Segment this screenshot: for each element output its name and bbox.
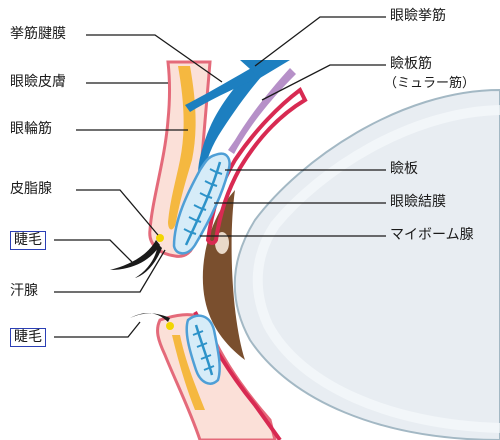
meibomian-branches-upper — [183, 168, 223, 235]
label-orbicularis: 眼輪筋 — [10, 121, 52, 137]
eyeball — [202, 88, 500, 440]
upper-eyelid — [110, 60, 308, 278]
mueller-muscle — [228, 68, 296, 154]
leader-lines — [54, 16, 386, 338]
upper-eyelash — [110, 240, 160, 270]
leader-eyelash-lower — [54, 321, 141, 338]
iris — [202, 190, 245, 360]
label-eyelid-skin: 眼瞼皮膚 — [10, 74, 66, 90]
leader-sebaceous — [76, 189, 159, 236]
label-sweat-gland: 汗腺 — [10, 283, 38, 299]
meibomian-gland-lower — [194, 324, 214, 376]
label-tarsus: 瞼板 — [390, 161, 418, 177]
label-sebaceous-gland: 皮脂腺 — [10, 181, 52, 197]
pupil-reflection — [215, 232, 229, 254]
upper-conjunctiva — [205, 86, 308, 245]
lower-gland-dot — [166, 322, 174, 330]
sebaceous-gland-dot — [156, 234, 164, 242]
sclera-highlight — [252, 105, 500, 433]
leader-mueller — [261, 64, 386, 101]
lower-eyelid — [130, 311, 282, 440]
label-eyelash-upper: 睫毛 — [10, 231, 46, 250]
label-tarsal-muscle: 瞼板筋 — [390, 56, 432, 72]
leader-eyelash-upper — [54, 239, 133, 263]
levator-aponeurosis-fibers-2 — [185, 66, 262, 112]
label-tarsal-muscle-sub: （ミュラー筋） — [384, 76, 476, 91]
levator-muscle — [240, 60, 290, 78]
label-meibomian-gland: マイボーム腺 — [390, 227, 474, 243]
label-levator-aponeurosis: 挙筋腱膜 — [10, 26, 66, 42]
globe — [233, 88, 500, 440]
leader-levator-aponeurosis — [86, 34, 223, 83]
upper-eyelash-2 — [135, 244, 162, 278]
label-eyelash-lower: 睫毛 — [10, 328, 46, 347]
label-conjunctiva: 眼瞼結膜 — [390, 194, 446, 210]
label-levator-muscle: 眼瞼挙筋 — [390, 8, 446, 24]
leader-sweat — [54, 249, 166, 293]
lower-eyelash — [130, 313, 170, 322]
lower-orbicularis — [172, 335, 205, 410]
leader-levator-muscle — [254, 16, 386, 67]
levator-aponeurosis-fibers — [198, 66, 262, 175]
meibomian-gland-upper — [184, 161, 222, 246]
meibomian-branches-lower — [192, 330, 215, 371]
